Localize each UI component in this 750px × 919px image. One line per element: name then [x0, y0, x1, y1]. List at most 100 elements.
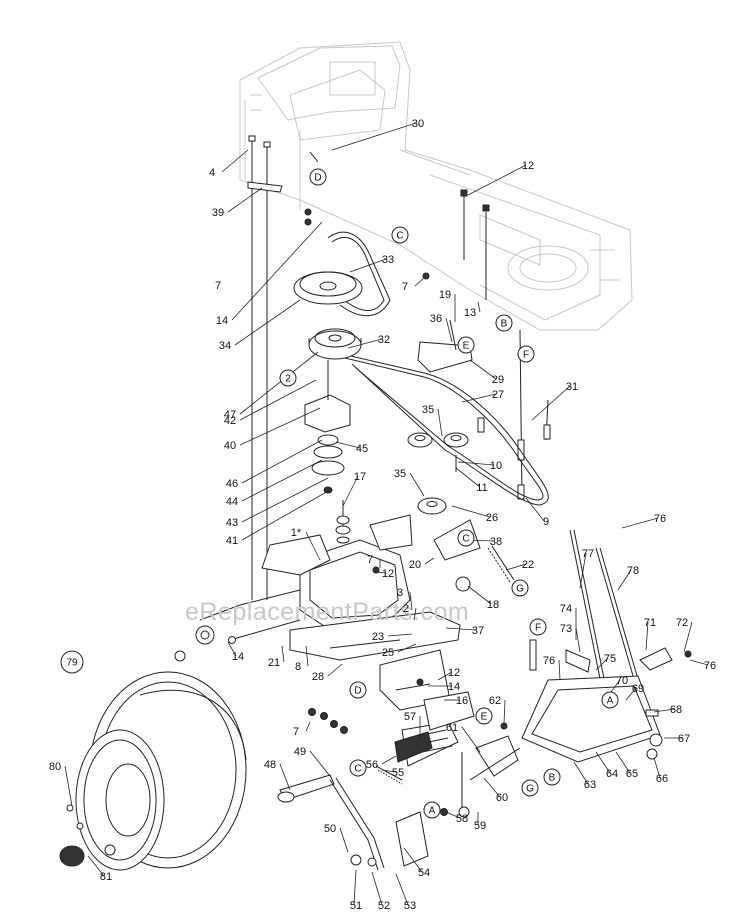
callout-p57: 57 [404, 711, 416, 723]
leader-p18 [467, 585, 492, 605]
circled-ref-c2: 2 [279, 369, 297, 387]
callout-p13: 13 [464, 307, 476, 319]
leader-p20 [424, 557, 435, 565]
callout-p39: 39 [212, 207, 224, 219]
circled-ref-ring [60, 650, 84, 674]
leader-p34 [234, 299, 301, 346]
callout-p27: 27 [492, 389, 504, 401]
leader-p76b [558, 659, 561, 681]
leader-p12b [373, 571, 387, 574]
circled-ref-label: C [462, 534, 469, 545]
leader-p52 [371, 871, 383, 906]
leader-p46 [241, 439, 323, 484]
leader-p47 [239, 351, 319, 415]
callout-p14c: 14 [448, 681, 460, 693]
callout-p12c: 12 [448, 667, 460, 679]
callout-p14b: 14 [232, 651, 244, 663]
callout-p74: 74 [560, 603, 572, 615]
callout-p58: 58 [456, 813, 468, 825]
callout-p23: 23 [372, 631, 384, 643]
circled-ref-label: A [429, 806, 436, 817]
leader-p73 [575, 627, 581, 653]
circled-ref-cD1: D [309, 168, 327, 186]
callout-p7c: 7 [367, 554, 373, 566]
circled-ref-label: D [354, 686, 361, 697]
callout-p36: 36 [430, 313, 442, 325]
callout-p63: 63 [584, 779, 596, 791]
callout-p34: 34 [219, 340, 231, 352]
circled-ref-ring [543, 768, 561, 786]
leader-p49 [309, 750, 331, 777]
callout-p11: 11 [476, 482, 487, 494]
leader-p10 [457, 461, 495, 466]
callout-p47: 47 [224, 409, 236, 421]
callout-p81: 81 [100, 871, 112, 883]
circled-ref-ring [495, 314, 513, 332]
callout-p52: 52 [378, 900, 390, 912]
callout-p12a: 12 [522, 160, 534, 172]
leader-p36 [445, 317, 453, 343]
circled-ref-ring [349, 681, 367, 699]
leader-p53 [395, 873, 409, 906]
circled-ref-cC3: C [349, 759, 367, 777]
callout-p76b: 76 [543, 655, 555, 667]
leader-p7d [305, 721, 311, 732]
callout-p65: 65 [626, 768, 638, 780]
callout-p53: 53 [404, 900, 416, 912]
leader-p27 [461, 393, 497, 403]
circled-ref-label: F [535, 623, 541, 634]
circled-ref-label: 2 [285, 374, 291, 385]
leader-p65 [615, 751, 631, 774]
circled-ref-ring [529, 618, 547, 636]
callout-p51: 51 [350, 900, 362, 912]
circled-ref-cB2: B [543, 768, 561, 786]
leader-p7b [414, 277, 425, 287]
circled-ref-cA1: A [601, 691, 619, 709]
callout-p14a: 14 [216, 315, 228, 327]
callout-p72: 72 [676, 617, 688, 629]
callout-p12b: 12 [382, 568, 394, 580]
circled-ref-cC1: C [391, 226, 409, 244]
callout-p16: 16 [456, 695, 468, 707]
leader-p11 [455, 467, 481, 488]
callout-p56: 56 [366, 759, 378, 771]
hardware [228, 208, 692, 816]
leader-p21 [281, 645, 285, 663]
callout-p4: 4 [209, 167, 215, 179]
leader-p51 [353, 869, 357, 906]
circled-ref-ring [517, 345, 535, 363]
circled-ref-ring [391, 226, 409, 244]
callout-p29: 29 [492, 374, 504, 386]
callout-p37: 37 [472, 625, 484, 637]
callout-p49: 49 [294, 746, 306, 758]
callout-p61: 61 [446, 722, 458, 734]
callout-p19: 19 [439, 289, 451, 301]
callout-p26: 26 [486, 512, 498, 524]
leader-p37 [445, 627, 477, 631]
leader-p56 [381, 755, 397, 765]
leader-p80 [64, 765, 73, 807]
leader-p43 [241, 477, 329, 523]
leader-p78 [617, 569, 632, 591]
circled-ref-c79: 79 [60, 650, 84, 674]
circled-ref-ring [457, 336, 475, 354]
callout-p40: 40 [224, 440, 236, 452]
circled-ref-label: D [314, 173, 321, 184]
leader-p76c [689, 659, 709, 666]
leader-p8 [305, 645, 309, 667]
circled-ref-cD2: D [349, 681, 367, 699]
leader-p62 [503, 699, 506, 725]
leader-p25 [397, 643, 417, 653]
leader-p77 [579, 552, 587, 589]
callout-p25: 25 [382, 647, 394, 659]
leader-p30 [331, 122, 417, 151]
leader-p55 [381, 769, 397, 773]
callout-p35b: 35 [394, 468, 406, 480]
leader-p26 [451, 505, 491, 518]
callout-p7b: 7 [402, 281, 408, 293]
leader-p29 [469, 359, 497, 380]
leader-p81 [87, 855, 105, 877]
leader-p68 [653, 708, 675, 713]
callout-p10: 10 [490, 460, 502, 472]
